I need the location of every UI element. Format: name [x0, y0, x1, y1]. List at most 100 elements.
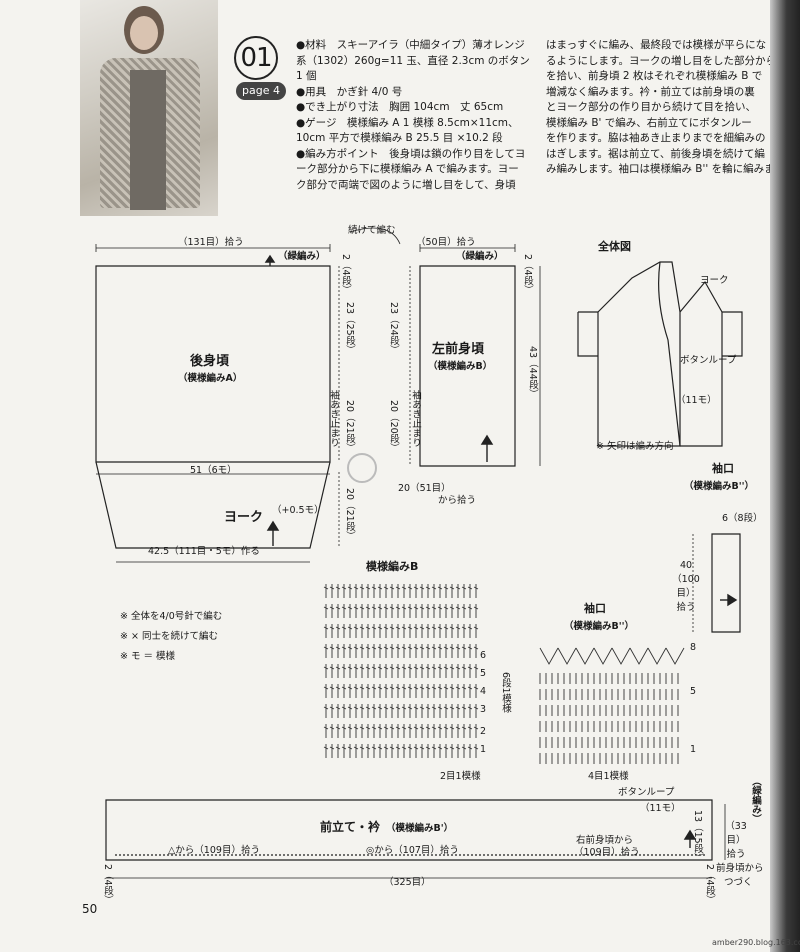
- back-side-rows-top: 2（4段）: [340, 254, 351, 295]
- band-height: 13（15段）: [692, 810, 703, 863]
- watermark-logo: [347, 453, 377, 483]
- instruction-line: はぎします。裾は前立て、前後身頃を続けて編: [546, 147, 765, 160]
- cuff-rows: 6（8段）: [722, 513, 763, 524]
- watermark-url: amber290.blog.163.com: [712, 938, 800, 947]
- page-ref-badge: page 4: [236, 82, 286, 100]
- pattern-b2-row: 5: [690, 686, 697, 697]
- instruction-line: ●編み方ポイント 後身頃は鎖の作り目をしてヨ: [296, 147, 526, 160]
- front-bottom-note: から拾う: [438, 495, 477, 506]
- back-side-20: 20（21段）: [344, 400, 355, 453]
- band-button-loop: ボタンループ: [618, 787, 675, 798]
- front-body-title: 左前身頃: [432, 342, 485, 357]
- cuff-subtitle: （模様編みB''）: [684, 481, 755, 492]
- back-bottom: 42.5（111目・5モ）作る: [148, 546, 260, 557]
- cuff-title: 袖口: [712, 462, 734, 475]
- instruction-line: るようにします。ヨークの増し目をした部分から: [546, 54, 770, 67]
- overall-title: 全体図: [598, 240, 631, 253]
- band-left-rows: 2（4段）: [102, 864, 113, 905]
- back-pickup: （131目）拾う: [178, 237, 244, 248]
- back-side-23: 23（25段）: [344, 302, 355, 355]
- front-side-23: 23（24段）: [388, 302, 399, 355]
- instruction-line: 1 個: [296, 70, 317, 82]
- band-count33: （33目）拾う: [725, 821, 747, 860]
- instruction-line: ーク部分から下に模様編み A で編みます。ヨー: [296, 163, 519, 175]
- yoke-20: 20（21段）: [344, 488, 355, 541]
- back-edge: （緑編み）: [278, 251, 326, 262]
- overall-yoke: ヨーク: [700, 275, 729, 286]
- instruction-line: み編みします。袖口は模様編み B'' を輪に編みます: [546, 163, 770, 175]
- back-sleeve-opening: 袖あき止まり: [328, 390, 339, 447]
- band-from-front: 前身頃から: [716, 863, 764, 874]
- pattern-b-row: 6: [480, 650, 487, 661]
- band-pick-a: △から（109目）拾う: [168, 845, 260, 856]
- instructions-col2: はまっすぐに編み、最終段では模様が平らにな るようにします。ヨークの増し目をした…: [546, 38, 770, 178]
- yoke-increase: （+0.5モ）: [272, 505, 324, 516]
- book-binding-shadow: [770, 0, 800, 952]
- pattern-b-row: 1: [480, 744, 487, 755]
- front-body-outline: [419, 265, 516, 467]
- front-total: 43（44段）: [527, 346, 538, 399]
- instructions-col1: ●材料 スキーアイラ（中細タイプ）薄オレンジ 系（1302）260g=11 玉、…: [296, 38, 530, 193]
- pattern-b-stitch-repeat: 2目1模様: [440, 771, 481, 782]
- pattern-b-row: 5: [480, 668, 487, 679]
- instruction-line: を拾い、前身頃 2 枚はそれぞれ模様編み B で: [546, 70, 763, 82]
- model-photo: [80, 0, 218, 216]
- front-bottom: 20（51目）: [398, 483, 451, 494]
- band-pick-c: 右前身頃から: [576, 835, 634, 846]
- note-line: ※ × 同士を続けて編む: [120, 631, 218, 642]
- continue-note: 続けて編む: [348, 225, 396, 236]
- pattern-b-row: 2: [480, 726, 487, 737]
- front-band-title: 前立て・衿: [320, 820, 381, 834]
- instruction-line: 増減なく編みます。衿・前立ては前身頃の裏: [546, 85, 755, 98]
- instruction-line: 系（1302）260g=11 玉、直径 2.3cm のボタン: [296, 54, 530, 67]
- pattern-b-row: 3: [480, 704, 487, 715]
- instruction-line: ●ゲージ 模様編み A 1 模様 8.5cm×11cm、: [296, 116, 519, 129]
- front-side-rows-top: 2（4段）: [522, 254, 533, 295]
- back-width: 51（6モ）: [190, 465, 237, 476]
- front-band-subtitle: （模様編みB'）: [386, 823, 454, 834]
- pattern-number-badge: 01: [234, 36, 278, 80]
- pattern-b2-stitch-repeat: 4目1模様: [588, 771, 629, 782]
- front-pickup: （50目）拾う: [416, 237, 476, 248]
- band-pick-c2: （109目）拾う: [574, 847, 640, 858]
- front-edge: （緑編み）: [456, 251, 504, 262]
- instruction-line: ●でき上がり寸法 胸囲 104cm 丈 65cm: [296, 101, 504, 113]
- band-pick-b: ◎から（107目）拾う: [366, 845, 459, 856]
- pattern-b2-title: 袖口: [584, 602, 606, 615]
- instruction-line: ●用具 かぎ針 4/0 号: [296, 85, 403, 98]
- band-right-rows: 2（4段）: [704, 864, 715, 905]
- pattern-b-row: 4: [480, 686, 487, 697]
- overall-loop-count: （11モ）: [676, 395, 717, 406]
- band-total: （325目）: [384, 877, 431, 888]
- pattern-b-repeat: 6段1模様: [500, 672, 511, 713]
- front-body-subtitle: （模様編みB）: [428, 361, 493, 372]
- front-band-outline: [105, 799, 713, 861]
- overall-button-loop: ボタンループ: [680, 355, 737, 366]
- band-edge: （緑編み）: [750, 776, 761, 824]
- note-line: ※ 全体を4/0号針で編む: [120, 611, 223, 622]
- yoke-label: ヨーク: [224, 510, 264, 525]
- instruction-line: はまっすぐに編み、最終段では模様が平らにな: [546, 39, 767, 51]
- instruction-line: とヨーク部分の作り目から続けて目を拾い、: [546, 101, 756, 113]
- pattern-b-title: 模様編みB: [366, 560, 419, 573]
- page-number: 50: [82, 902, 98, 916]
- pattern-b-chart: [323, 584, 479, 758]
- instruction-line: 10cm 平方で模様編み B 25.5 目 ×10.2 段: [296, 132, 503, 144]
- instruction-line: ク部分で両端で図のように増し目をして、身頃: [296, 178, 516, 191]
- yoke-outline: [95, 461, 331, 549]
- instruction-line: 模様編み B' で編み、右前立てにボタンルー: [546, 116, 752, 129]
- pattern-b2-row: 8: [690, 642, 697, 653]
- back-body-subtitle: （模様編みA）: [178, 373, 243, 384]
- band-continues: つづく: [724, 877, 753, 888]
- note-line: ※ モ ＝ 模様: [120, 651, 176, 662]
- pattern-b2-row: 1: [690, 744, 697, 755]
- pattern-b2-chart: [539, 647, 685, 764]
- back-body-title: 後身頃: [190, 354, 230, 369]
- front-side-20: 20（20段）: [388, 400, 399, 453]
- overall-note: ※ 矢印は編み方向: [596, 441, 674, 452]
- front-sleeve-opening: 袖あき止まり: [410, 390, 421, 447]
- instruction-line: を作ります。脇は袖あき止まりまでを細編みの: [546, 132, 766, 144]
- pattern-b2-subtitle: （模様編みB''）: [564, 621, 635, 632]
- cuff-length: 40（100目）拾う: [672, 560, 700, 613]
